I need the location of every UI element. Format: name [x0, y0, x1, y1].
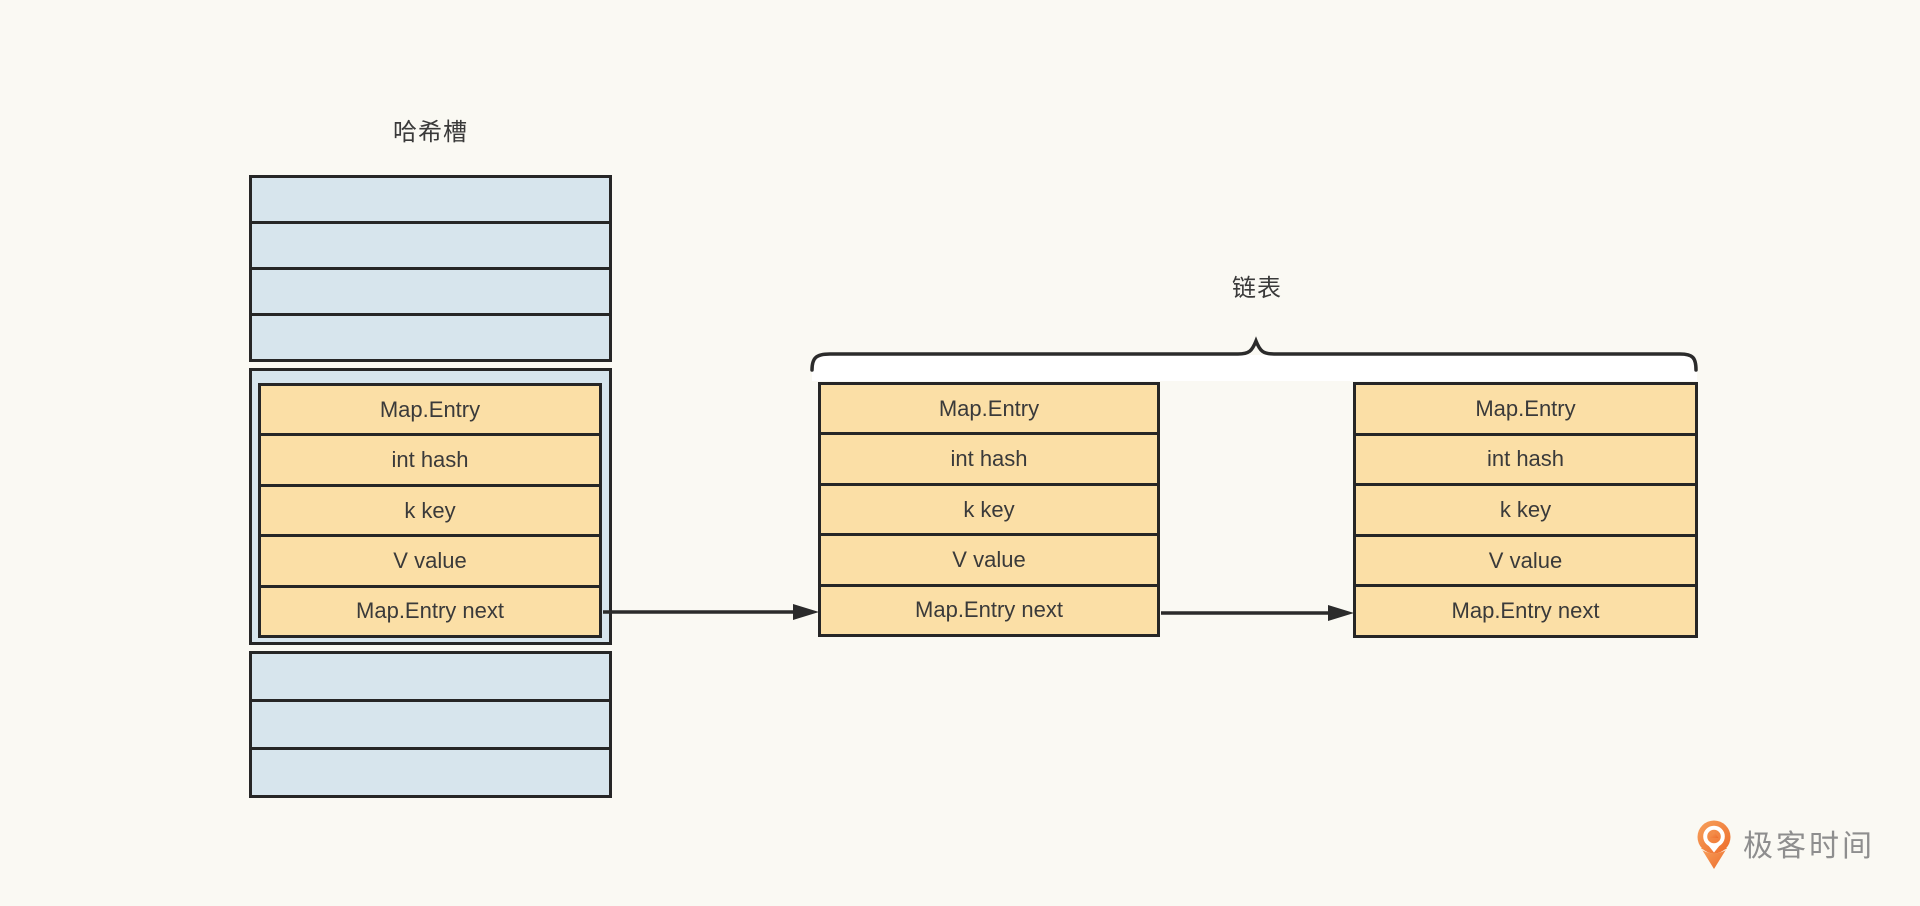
- entry-field-row: Map.Entry next: [821, 583, 1157, 634]
- next-pointer-arrow: [1161, 605, 1354, 621]
- entry-field-row: Map.Entry: [938, 395, 1040, 421]
- entry-field-row: Map.Entry: [379, 396, 481, 422]
- hash-slot-array-top: [249, 175, 612, 362]
- hash-slot-cell: [252, 267, 609, 313]
- entry-field-row: int hash: [261, 433, 599, 483]
- hash-slot-cell: [252, 178, 609, 221]
- hash-slot-cell: [252, 699, 609, 747]
- hash-slot-cell: [252, 313, 609, 359]
- entry-field-row: Map.Entry next: [1356, 584, 1695, 635]
- linked-list-label: 链表: [1232, 275, 1282, 302]
- hash-slot-cell: [252, 221, 609, 267]
- next-pointer-arrow: [603, 604, 819, 620]
- entry-field-row: int hash: [821, 432, 1157, 482]
- entry-field-row: Map.Entry: [1475, 395, 1576, 421]
- hash-slot-array-bottom: [249, 651, 612, 798]
- map-entry-node: Map.Entry int hash k key V value Map.Ent…: [1353, 382, 1698, 638]
- geektime-pin-icon: [1697, 820, 1731, 869]
- entry-field-row: k key: [1356, 483, 1695, 534]
- brand-name: 极客时间: [1743, 830, 1875, 863]
- entry-field-row: k key: [261, 483, 599, 534]
- hash-slots-title: 哈希槽: [393, 119, 468, 146]
- entry-field-row: V value: [1356, 533, 1695, 585]
- brace-backdrop: [812, 355, 1697, 381]
- map-entry-node: Map.Entry int hash k key V value Map.Ent…: [818, 382, 1160, 637]
- hash-slot-cell: [252, 747, 609, 795]
- entry-field-row: k key: [821, 482, 1157, 533]
- entry-field-row: V value: [821, 533, 1157, 583]
- hash-slot-cell: [252, 654, 609, 699]
- entry-field-row: int hash: [1356, 432, 1695, 484]
- brand-logo: 极客时间: [1695, 820, 1875, 872]
- entry-field-row: Map.Entry next: [261, 584, 599, 635]
- entry-field-row: V value: [261, 534, 599, 584]
- map-entry-node: Map.Entry int hash k key V value Map.Ent…: [258, 383, 602, 638]
